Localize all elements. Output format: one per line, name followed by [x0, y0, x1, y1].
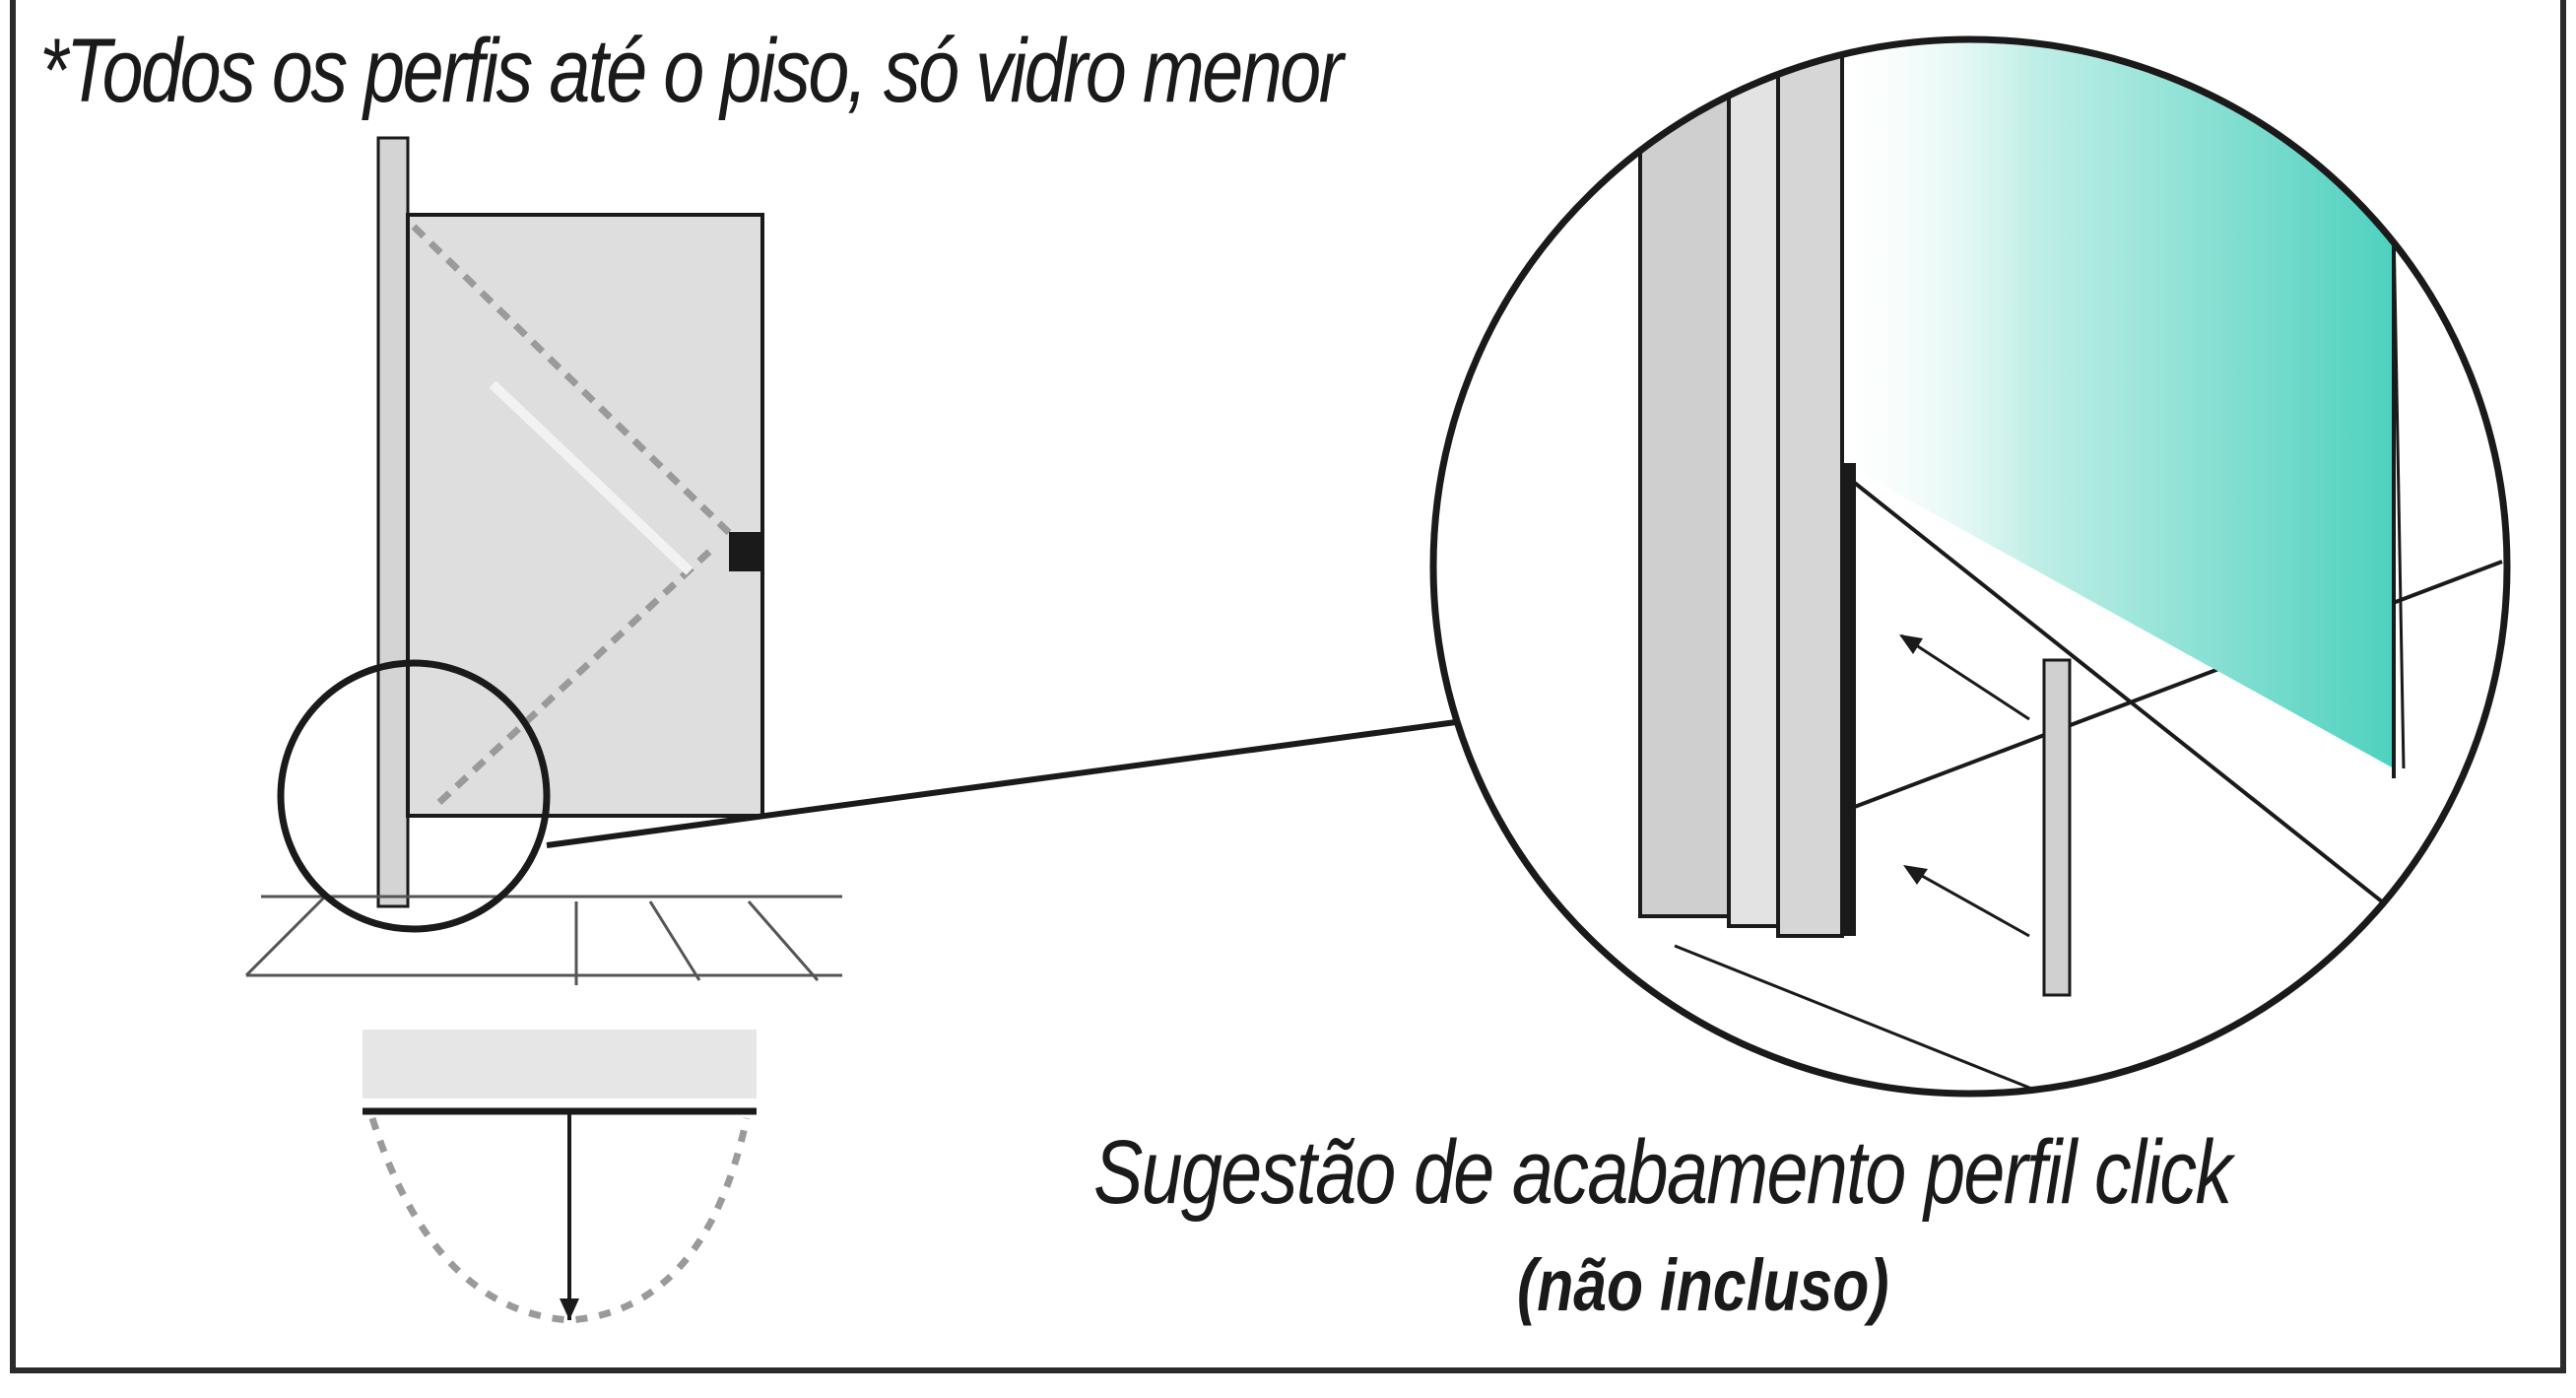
- glass-panel: [1842, 39, 2394, 768]
- floor-line: [747, 900, 820, 981]
- door-highlight: [489, 380, 694, 575]
- door-handle: [729, 532, 760, 571]
- swing-arc: [368, 1116, 751, 1324]
- door-illustration: [244, 136, 842, 985]
- insert-arrow: [1905, 865, 2030, 938]
- profile-strip-inner: [1776, 39, 1844, 938]
- insert-arrow: [1900, 633, 2030, 721]
- door-swing-plan: [363, 1030, 757, 1324]
- profile-strip-middle: [1727, 39, 1780, 928]
- door-diagonal-2: [430, 549, 712, 811]
- floor-line: [244, 895, 327, 977]
- detail-circle: [1429, 35, 2511, 1098]
- wall-profile: [376, 136, 410, 908]
- installation-note: *Todos os perfis até o piso, só vidro me…: [39, 21, 1344, 121]
- profile-click-insert: [2042, 658, 2072, 997]
- floor-line: [648, 900, 701, 981]
- detail-caption: Sugestão de acabamento perfil click: [1093, 1122, 2232, 1223]
- magnifier-circle: [277, 659, 551, 933]
- door-diagonal-1: [411, 224, 752, 555]
- detail-circle-content: [1433, 39, 2507, 1094]
- door-panel: [406, 213, 764, 818]
- swing-arrow: [560, 1298, 579, 1320]
- callout-line: [546, 719, 1457, 848]
- profile-channel: [1842, 463, 1856, 936]
- detail-floor-line: [1674, 944, 2070, 1094]
- swing-wall-band: [363, 1030, 757, 1098]
- detail-subcaption: (não incluso): [1517, 1244, 1889, 1326]
- profile-strip-outer: [1638, 39, 1731, 918]
